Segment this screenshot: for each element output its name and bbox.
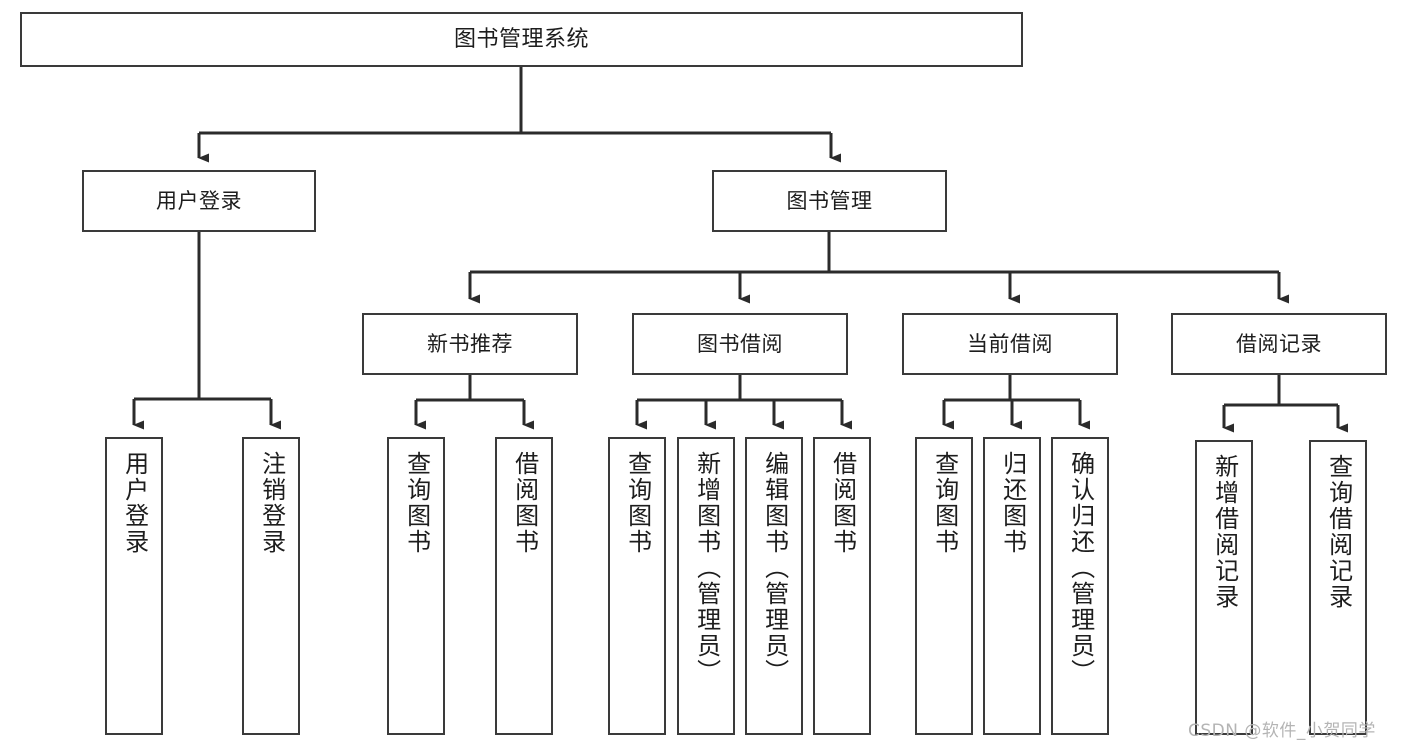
node-user-login[interactable]: 用户登录 — [82, 170, 316, 232]
leaf-return-book[interactable]: 归还图书 — [983, 437, 1041, 735]
leaf-add-record-label: 新增借阅记录 — [1210, 454, 1239, 610]
leaf-query-record-label: 查询借阅记录 — [1324, 454, 1353, 610]
node-new-book-recommend-label: 新书推荐 — [427, 331, 513, 356]
leaf-query-book-3[interactable]: 查询图书 — [915, 437, 973, 735]
leaf-borrow-book-1[interactable]: 借阅图书 — [495, 437, 553, 735]
leaf-return-book-label: 归还图书 — [998, 451, 1027, 555]
leaf-query-book-1[interactable]: 查询图书 — [387, 437, 445, 735]
leaf-user-login-label: 用户登录 — [120, 451, 149, 555]
node-current-borrow-label: 当前借阅 — [967, 331, 1053, 356]
node-root[interactable]: 图书管理系统 — [20, 12, 1023, 67]
node-book-manage[interactable]: 图书管理 — [712, 170, 947, 232]
leaf-edit-book[interactable]: 编辑图书（管理员） — [745, 437, 803, 735]
leaf-borrow-book-2[interactable]: 借阅图书 — [813, 437, 871, 735]
leaf-query-book-1-label: 查询图书 — [402, 451, 431, 555]
node-book-manage-label: 图书管理 — [786, 188, 873, 213]
node-current-borrow[interactable]: 当前借阅 — [902, 313, 1118, 375]
leaf-add-book[interactable]: 新增图书（管理员） — [677, 437, 735, 735]
node-user-login-label: 用户登录 — [156, 188, 242, 213]
node-borrow-record[interactable]: 借阅记录 — [1171, 313, 1387, 375]
leaf-edit-book-label: 编辑图书（管理员） — [760, 451, 789, 685]
node-borrow-record-label: 借阅记录 — [1236, 331, 1322, 356]
leaf-query-record[interactable]: 查询借阅记录 — [1309, 440, 1367, 735]
leaf-query-book-2[interactable]: 查询图书 — [608, 437, 666, 735]
node-book-borrow[interactable]: 图书借阅 — [632, 313, 848, 375]
leaf-logout-login[interactable]: 注销登录 — [242, 437, 300, 735]
leaf-confirm-return-label: 确认归还（管理员） — [1066, 451, 1095, 685]
leaf-logout-login-label: 注销登录 — [257, 451, 286, 555]
leaf-borrow-book-2-label: 借阅图书 — [828, 451, 857, 555]
leaf-query-book-3-label: 查询图书 — [930, 451, 959, 555]
leaf-borrow-book-1-label: 借阅图书 — [510, 451, 539, 555]
leaf-add-book-label: 新增图书（管理员） — [692, 451, 721, 685]
watermark-text: CSDN @软件_小贺同学 — [1188, 721, 1376, 741]
node-root-label: 图书管理系统 — [453, 26, 589, 52]
node-book-borrow-label: 图书借阅 — [697, 331, 783, 356]
leaf-user-login[interactable]: 用户登录 — [105, 437, 163, 735]
leaf-query-book-2-label: 查询图书 — [623, 451, 652, 555]
leaf-add-record[interactable]: 新增借阅记录 — [1195, 440, 1253, 735]
node-new-book-recommend[interactable]: 新书推荐 — [362, 313, 578, 375]
leaf-confirm-return[interactable]: 确认归还（管理员） — [1051, 437, 1109, 735]
